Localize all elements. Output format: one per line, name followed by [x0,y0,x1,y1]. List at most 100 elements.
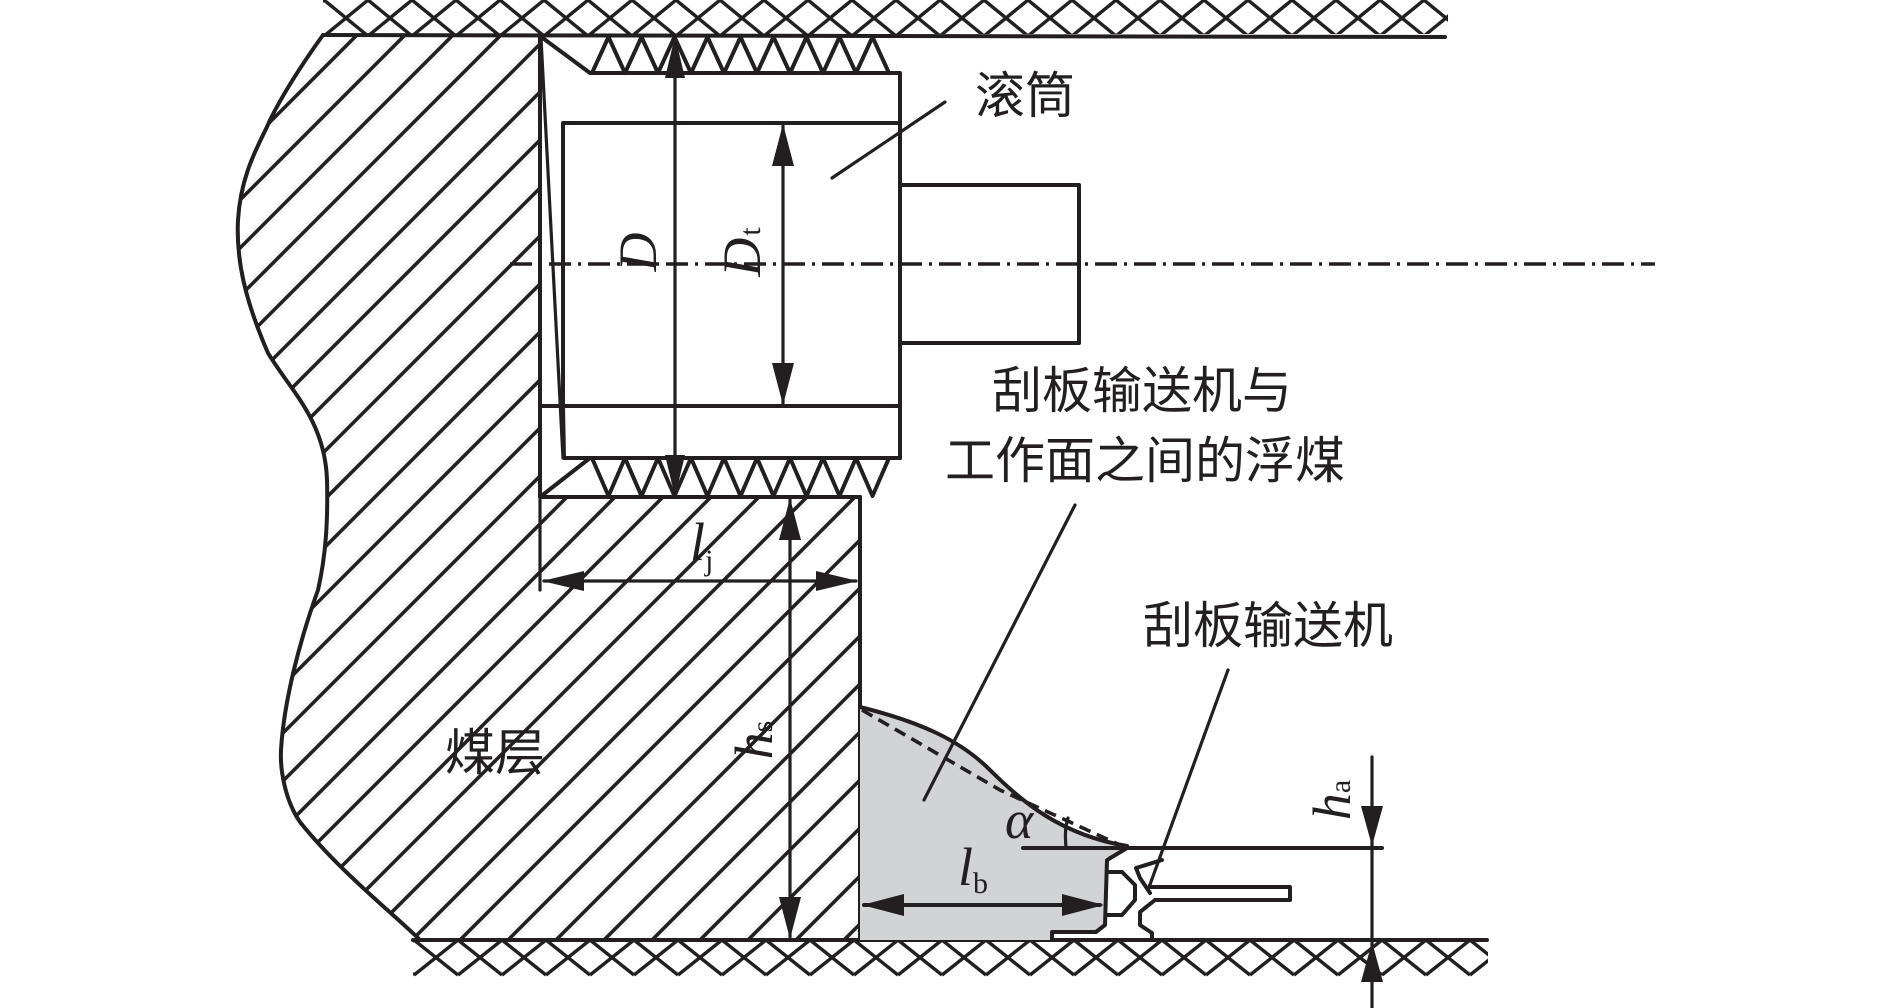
crosshatch-line [632,942,679,977]
floor-crosshatch [413,940,1558,977]
roof-crosshatch [323,0,1512,36]
crosshatch-line [587,0,634,34]
dim-label-hs: hs [724,721,784,760]
shearer-drum [538,34,1081,499]
crosshatch-line [895,0,942,34]
hatch-line [237,35,730,940]
arrowhead [772,124,794,166]
crosshatch-line [631,0,678,34]
crosshatch-line [1335,0,1382,34]
crosshatch-line [1468,958,1488,977]
crosshatch-line [413,942,459,977]
crosshatch-line [1160,942,1207,977]
crosshatch-line [1379,0,1426,34]
hatch-line [237,35,586,940]
crosshatch-line [1248,942,1295,977]
arrowhead [665,455,685,497]
roof-strata [321,0,1512,39]
dimension-ha: ha [1302,755,1383,1008]
drum-label: 滚筒 [975,67,1075,125]
hatch-line [542,35,860,940]
crosshatch-line [851,0,898,34]
float-coal-fill [860,707,1127,940]
crosshatch-line [544,942,591,977]
conveyor-leader-line [1146,668,1230,892]
crosshatch-line [323,32,325,34]
crosshatch-line [1514,940,1558,975]
drum-shaft [898,183,1081,345]
hatch-line [237,35,634,940]
conveyor-pan-inner [1105,870,1137,917]
coal-seam-label: 煤层 [445,724,545,782]
crosshatch-line [1247,0,1294,34]
crosshatch-line [1028,942,1075,977]
crosshatch-line [852,942,899,977]
dimension-lj: lj [538,498,858,592]
crosshatch-line [411,0,458,34]
coal-seam-outline [235,33,422,942]
hatch-line [398,35,860,940]
crosshatch-line [413,942,415,943]
crosshatch-line [1116,942,1163,977]
hatch-line [494,35,860,940]
hatch-line [302,35,860,940]
conveyor-flight-bar [1148,885,1292,902]
angle-arc [1063,816,1070,850]
crosshatch-line [940,942,987,977]
hatch-line [638,35,860,940]
dim-label-ha: ha [1302,780,1362,820]
crosshatch-line [1071,0,1118,34]
arrowhead [772,363,794,405]
crosshatch-line [413,972,416,977]
crosshatch-line [1115,0,1162,34]
crosshatch-line [764,942,811,977]
hatch-line [237,35,442,940]
angle-alpha: α [1005,790,1129,850]
crosshatch-line [1159,0,1206,34]
float-coal-label-line1: 刮板输送机与 [992,362,1292,420]
crosshatch-line [983,0,1030,34]
hatch-line [350,35,860,940]
crosshatch-line [1072,942,1119,977]
dim-label-lb: lb [958,837,988,900]
dim-label-Dt: Dt [712,227,772,278]
roof-line [321,33,1447,39]
conveyor-hook-lower [1138,898,1157,942]
drum-lower-teeth [590,456,891,498]
drum-taper-line [539,36,565,460]
hatch-line [686,35,860,940]
crosshatch-line [500,942,547,977]
dimension-D: D [608,36,685,497]
hatch-line [254,35,860,940]
crosshatch-line [1468,0,1512,36]
scraper-conveyor [1050,846,1384,942]
crosshatch-line [543,0,590,34]
crosshatch-line [720,942,767,977]
drum-leader-line [830,100,947,180]
dimension-Dt: Dt [712,124,794,405]
repose-angle-line [861,708,1121,847]
float-coal-surface [858,705,1129,848]
crosshatch-line [807,0,854,34]
crosshatch-line [1291,0,1338,34]
crosshatch-line [984,942,1031,977]
dimension-lb: lb [862,837,1104,916]
drum-upper-band [538,34,902,125]
crosshatch-line [455,0,502,34]
crosshatch-line [1468,0,1512,36]
crosshatch-line [1336,942,1383,977]
hatch-line [237,35,490,940]
crosshatch-line [939,0,986,34]
crosshatch-line [808,942,855,977]
arrowhead [665,36,685,78]
hatch-line [237,35,860,940]
conveyor-label: 刮板输送机 [1143,597,1393,655]
crosshatch-line [1380,942,1427,977]
crosshatch-line [675,0,722,34]
drum-lower-band [561,404,902,460]
float-coal-leader-line [922,503,1077,802]
hatch-line [237,35,394,940]
crosshatch-line [323,0,326,4]
crosshatch-line [499,0,546,34]
